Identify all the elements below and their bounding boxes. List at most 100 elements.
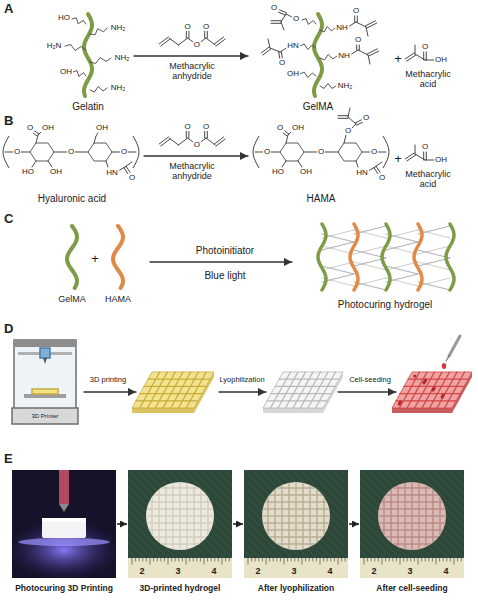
name-label: Cell-seeding — [349, 376, 391, 384]
ruler-tick — [364, 558, 365, 564]
bond-line — [298, 161, 302, 167]
scaffold-grid — [186, 484, 187, 549]
seeded-scaffold — [392, 372, 472, 408]
ruler-tick — [168, 558, 169, 564]
name-label: Hyaluronic acid — [38, 193, 106, 204]
ruler-tick — [225, 558, 226, 561]
ruler-tick — [287, 558, 288, 561]
bond-line — [54, 152, 67, 153]
sugar-ring — [30, 143, 54, 161]
process-arrow — [219, 391, 266, 392]
crosslink — [354, 262, 386, 270]
ruler-tick — [338, 558, 339, 564]
bond-line — [354, 16, 355, 22]
bond-line — [159, 37, 168, 44]
pipette — [449, 336, 460, 356]
ruler-tick — [186, 558, 187, 564]
bond-line — [376, 166, 380, 172]
bond-line — [271, 152, 280, 153]
bond-line — [426, 52, 427, 60]
bond-line — [35, 131, 39, 134]
panel-letter: C — [4, 212, 13, 225]
side-chain — [90, 58, 111, 64]
bond-line — [426, 152, 427, 160]
atom-label: OH — [434, 156, 448, 164]
scaffold-grid — [148, 522, 213, 523]
process-arrow — [84, 391, 136, 392]
bond-line — [106, 161, 108, 167]
atom-label: O — [270, 4, 278, 12]
panel-letter: B — [4, 114, 13, 127]
scaffold-grid — [154, 536, 205, 537]
ruler-tick — [302, 558, 303, 564]
ruler-tick — [418, 558, 419, 564]
printer-top — [14, 340, 76, 347]
crosslink — [418, 262, 450, 270]
atom-label: O — [183, 123, 191, 131]
ruler-tick — [175, 558, 176, 561]
ruler-tick — [258, 558, 259, 561]
atom-label: O — [67, 148, 75, 156]
panel-letter: E — [4, 452, 13, 465]
ruler-tick — [436, 558, 437, 564]
ruler-tick — [367, 558, 368, 561]
ruler-tick — [396, 558, 397, 561]
ruler-tick — [222, 558, 223, 564]
bond-line — [178, 38, 187, 45]
photo — [244, 470, 348, 578]
bond-line — [263, 49, 271, 55]
ruler-tick — [382, 558, 383, 564]
bond-line — [358, 50, 368, 55]
bond-line — [350, 50, 358, 55]
printed-scaffold — [148, 372, 168, 408]
bond-line — [365, 21, 375, 26]
ruler-tick — [439, 558, 440, 561]
light-sheen — [18, 538, 110, 546]
bond-line — [255, 152, 263, 153]
photo-panel: Photocuring 3D Printing — [12, 470, 116, 596]
bond-line — [325, 152, 338, 153]
polymer-chain — [350, 224, 358, 290]
printed-scaffold — [144, 386, 206, 387]
bond-line — [278, 12, 285, 15]
ruler-tick — [305, 558, 306, 561]
ruler-tick — [284, 558, 285, 564]
seeded-scaffold — [392, 408, 452, 413]
scaffold-grid — [270, 536, 321, 537]
bond-line — [366, 27, 368, 36]
bond-line — [369, 51, 379, 56]
side-chain — [90, 87, 107, 92]
printed-scaffold — [32, 389, 58, 394]
crosslink — [386, 242, 418, 250]
bond-line — [280, 10, 287, 13]
bond-line — [423, 152, 424, 160]
ruler-tick — [196, 558, 197, 561]
printed-scaffold — [179, 372, 199, 408]
ruler-tick — [204, 558, 205, 564]
ruler-tick — [157, 558, 158, 561]
atom-label: O — [128, 174, 136, 182]
ruler-number: 4 — [327, 567, 332, 576]
reaction-arrow — [150, 261, 292, 262]
atom-label: O — [120, 148, 128, 156]
side-chain — [320, 27, 335, 32]
name-label: HAMA — [105, 295, 131, 305]
scaffold-grid — [264, 522, 329, 523]
ruler-tick — [207, 558, 208, 561]
printed-scaffold — [140, 393, 202, 394]
process-arrow — [349, 523, 359, 525]
panel-letter: D — [4, 322, 13, 335]
photo-panel: After cell-seeding — [360, 470, 464, 596]
atom-label: NH₂ — [110, 24, 127, 32]
photo-caption: Photocuring 3D Printing — [15, 583, 113, 594]
printer-head — [40, 348, 50, 358]
scaffold-grid — [147, 515, 213, 516]
crosslink — [322, 262, 354, 270]
photo — [12, 470, 116, 578]
bond-line — [344, 135, 346, 143]
ruler-tick — [171, 558, 172, 561]
printer-nozzle — [43, 358, 47, 364]
ruler-tick — [276, 558, 277, 561]
bond-line — [348, 108, 350, 117]
